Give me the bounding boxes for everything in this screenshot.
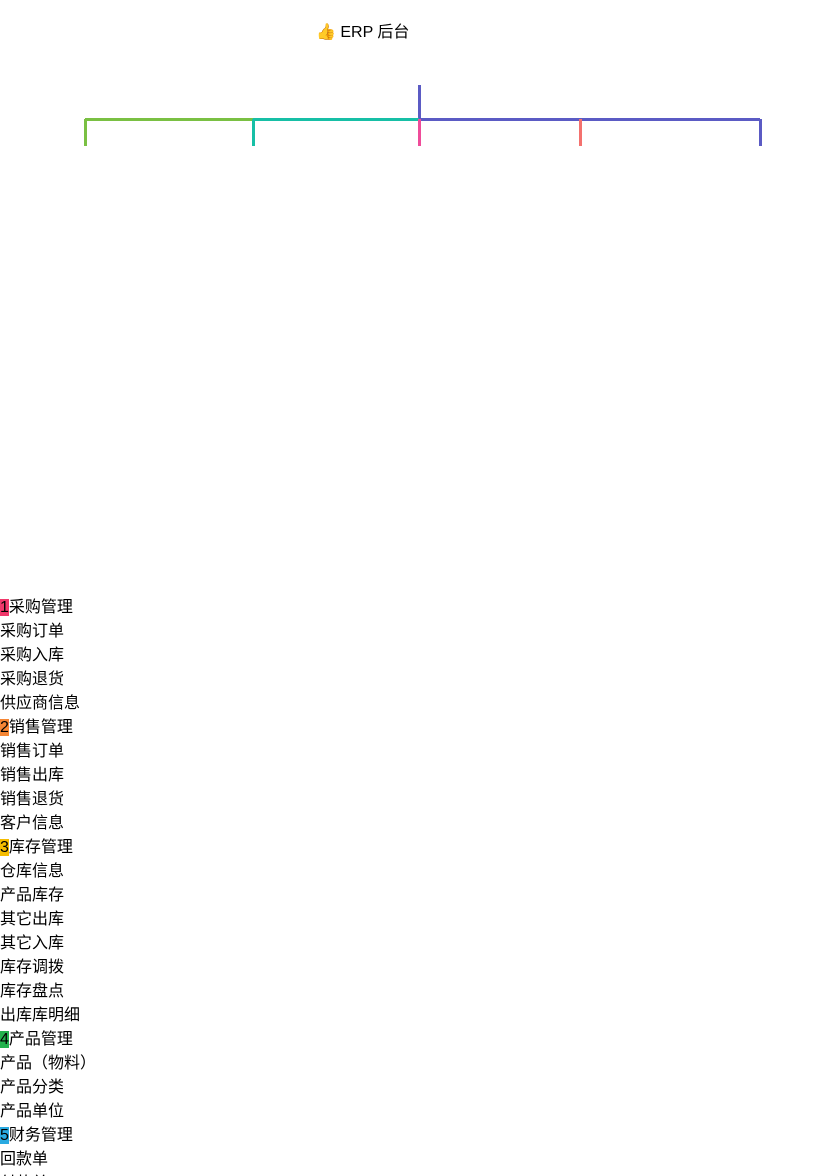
leaf-node-label: 回款单 xyxy=(0,1151,49,1168)
leaf-node-label: 库存盘点 xyxy=(0,983,65,1000)
leaf-node-label: 供应商信息 xyxy=(0,695,81,712)
leaf-node-label: 出库库明细 xyxy=(0,1007,81,1024)
leaf-node[interactable]: 采购入库 xyxy=(0,641,130,665)
leaf-node-label: 产品单位 xyxy=(0,1103,65,1120)
leaf-node-label: 采购订单 xyxy=(0,623,65,640)
leaf-node[interactable]: 库存盘点 xyxy=(0,977,130,1001)
column-index-badge: 2 xyxy=(0,719,9,736)
leaf-node[interactable]: 出库库明细 xyxy=(0,1001,130,1025)
column-header[interactable]: 4产品管理 xyxy=(0,1025,130,1049)
leaf-node[interactable]: 采购退货 xyxy=(0,665,130,689)
leaf-node-label: 采购入库 xyxy=(0,647,65,664)
column-销售管理: 2销售管理销售订单销售出库销售退货客户信息 xyxy=(0,713,122,833)
column-财务管理: 5财务管理回款单付款单结算账户 xyxy=(0,1121,118,1176)
leaf-node-label: 产品（物料） xyxy=(0,1055,97,1072)
root-node-title: ERP 后台 xyxy=(340,24,410,41)
leaf-list: 回款单付款单结算账户 xyxy=(0,1145,118,1176)
column-title: 销售管理 xyxy=(8,719,73,736)
leaf-node[interactable]: 付款单 xyxy=(0,1169,118,1176)
column-采购管理: 1采购管理采购订单采购入库采购退货供应商信息 xyxy=(0,593,130,713)
leaf-node[interactable]: 产品（物料） xyxy=(0,1049,130,1073)
column-title: 库存管理 xyxy=(8,839,73,856)
leaf-node[interactable]: 回款单 xyxy=(0,1145,118,1169)
column-header[interactable]: 2销售管理 xyxy=(0,713,122,737)
column-index-badge: 1 xyxy=(0,599,9,616)
leaf-node[interactable]: 客户信息 xyxy=(0,809,122,833)
leaf-node[interactable]: 仓库信息 xyxy=(0,857,130,881)
leaf-node-label: 其它入库 xyxy=(0,935,65,952)
column-header[interactable]: 1采购管理 xyxy=(0,593,130,617)
column-header[interactable]: 3库存管理 xyxy=(0,833,130,857)
leaf-node-label: 销售退货 xyxy=(0,791,65,808)
column-index-badge: 3 xyxy=(0,839,9,856)
column-title: 采购管理 xyxy=(8,599,73,616)
column-header[interactable]: 5财务管理 xyxy=(0,1121,118,1145)
leaf-node[interactable]: 产品单位 xyxy=(0,1097,130,1121)
leaf-node-label: 库存调拨 xyxy=(0,959,65,976)
column-库存管理: 3库存管理仓库信息产品库存其它出库其它入库库存调拨库存盘点出库库明细 xyxy=(0,833,130,1025)
thumbs-up-icon: 👍 xyxy=(316,24,336,41)
column-index-badge: 5 xyxy=(0,1127,9,1144)
leaf-node-label: 产品库存 xyxy=(0,887,65,904)
leaf-list: 采购订单采购入库采购退货供应商信息 xyxy=(0,617,130,713)
leaf-node[interactable]: 销售出库 xyxy=(0,761,122,785)
leaf-node[interactable]: 库存调拨 xyxy=(0,953,130,977)
column-title: 财务管理 xyxy=(8,1127,73,1144)
leaf-node[interactable]: 其它入库 xyxy=(0,929,130,953)
leaf-node-label: 仓库信息 xyxy=(0,863,65,880)
leaf-node[interactable]: 产品分类 xyxy=(0,1073,130,1097)
leaf-list: 销售订单销售出库销售退货客户信息 xyxy=(0,737,122,833)
column-title: 产品管理 xyxy=(8,1031,73,1048)
leaf-node[interactable]: 产品库存 xyxy=(0,881,130,905)
leaf-node-label: 产品分类 xyxy=(0,1079,65,1096)
root-node[interactable]: 👍 ERP 后台 xyxy=(316,18,523,85)
leaf-node-label: 销售出库 xyxy=(0,767,65,784)
leaf-node-label: 付款单 xyxy=(0,1175,48,1176)
leaf-node[interactable]: 销售退货 xyxy=(0,785,122,809)
leaf-node[interactable]: 采购订单 xyxy=(0,617,130,641)
leaf-node[interactable]: 供应商信息 xyxy=(0,689,130,713)
connector-lines xyxy=(84,85,762,146)
leaf-node[interactable]: 其它出库 xyxy=(0,905,130,929)
leaf-node-label: 采购退货 xyxy=(0,671,65,688)
column-产品管理: 4产品管理产品（物料） 产品分类产品单位 xyxy=(0,1025,130,1121)
column-index-badge: 4 xyxy=(0,1031,9,1048)
leaf-list: 产品（物料） 产品分类产品单位 xyxy=(0,1049,130,1121)
leaf-node-label: 其它出库 xyxy=(0,911,65,928)
leaf-node-label: 客户信息 xyxy=(0,815,65,832)
leaf-list: 仓库信息产品库存其它出库其它入库库存调拨库存盘点出库库明细 xyxy=(0,857,130,1025)
leaf-node[interactable]: 销售订单 xyxy=(0,737,122,761)
leaf-node-label: 销售订单 xyxy=(0,743,65,760)
